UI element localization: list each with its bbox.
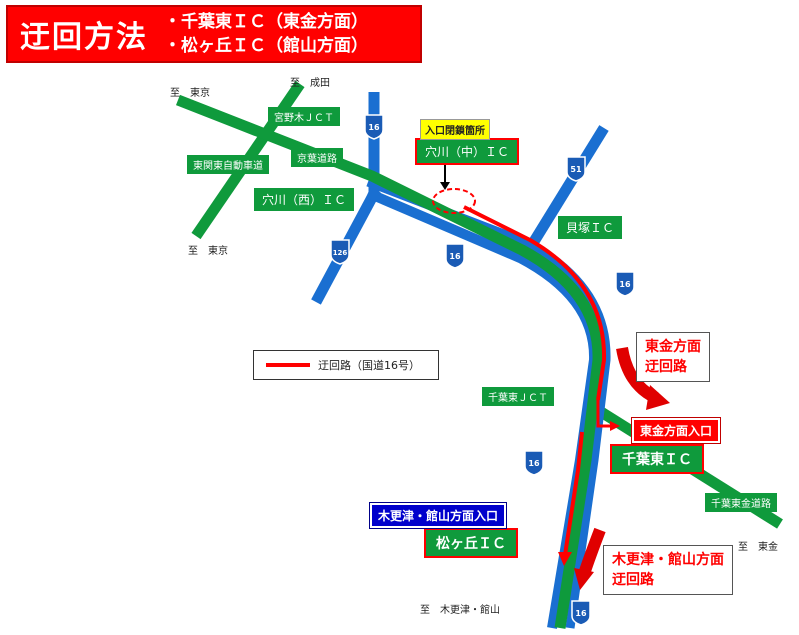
kisarazu-detour-line-2: 迂回路 <box>612 572 654 588</box>
title-sub-line-2: ・松ヶ丘ＩＣ（館山方面） <box>164 36 368 56</box>
label-miyanogi-jct: 宮野木ＪＣＴ <box>268 107 340 126</box>
label-chibahigashi-jct: 千葉東ＪＣＴ <box>482 387 554 406</box>
dest-kisarazu-tateyama: 至 木更津・館山 <box>420 605 500 616</box>
route-shield-icon: 16 <box>445 243 465 269</box>
legend: 迂回路（国道16号） <box>253 350 439 380</box>
label-matsugaoka-ic: 松ヶ丘ＩＣ <box>424 528 518 558</box>
label-anagawa-mid-ic: 穴川（中）ＩＣ <box>414 138 520 165</box>
route-shield-number: 126 <box>333 249 348 257</box>
route-shield-icon: 16 <box>364 114 384 140</box>
label-anagawa-west-ic: 穴川（西）ＩＣ <box>254 188 355 211</box>
togane-detour-line-1: 東金方面 <box>645 339 701 355</box>
detour-route-togane-branch <box>596 400 612 428</box>
label-chibahigashi-ic: 千葉東ＩＣ <box>610 444 704 474</box>
title-banner: 迂回方法 ・千葉東ＩＣ（東金方面） ・松ヶ丘ＩＣ（館山方面） <box>6 5 422 63</box>
route-shield-number: 16 <box>368 123 380 132</box>
keiyo-road-line <box>175 94 604 629</box>
togane-detour-box: 東金方面 迂回路 <box>636 332 710 382</box>
kisarazu-entrance-callout: 木更津・館山方面入口 <box>368 502 508 529</box>
route-shield-icon: 126 <box>330 239 350 265</box>
detour-arrow-south <box>558 552 572 566</box>
route-shield-icon: 16 <box>615 271 635 297</box>
label-higashi-kanto-expressway: 東関東自動車道 <box>187 155 269 174</box>
dest-tokyo-top: 至 東京 <box>170 88 210 99</box>
title-sub-lines: ・千葉東ＩＣ（東金方面） ・松ヶ丘ＩＣ（館山方面） <box>164 10 368 58</box>
route51-road <box>525 125 609 251</box>
kisarazu-detour-box: 木更津・館山方面 迂回路 <box>603 545 733 595</box>
route16-main-road <box>366 188 600 629</box>
togane-detour-big-arrow-head <box>646 385 670 410</box>
route-shield-number: 16 <box>619 280 631 289</box>
togane-detour-line-2: 迂回路 <box>645 359 687 375</box>
legend-label: 迂回路（国道16号） <box>318 359 420 372</box>
dest-narita: 至 成田 <box>290 78 330 89</box>
label-keiyo-road: 京葉道路 <box>291 148 343 167</box>
route-shield-number: 16 <box>528 459 540 468</box>
route-shield-icon: 51 <box>566 156 586 182</box>
route-shield-number: 16 <box>575 609 587 618</box>
route-shield-icon: 16 <box>524 450 544 476</box>
label-kaizuka-ic: 貝塚ＩＣ <box>558 216 623 239</box>
closure-marker-circle <box>432 188 476 214</box>
legend-detour-swatch <box>266 363 310 367</box>
closure-callout: 入口閉鎖箇所 <box>420 119 490 140</box>
detour-route-south <box>563 431 584 556</box>
togane-entrance-callout: 東金方面入口 <box>630 417 722 444</box>
kisarazu-detour-line-1: 木更津・館山方面 <box>612 552 724 568</box>
route-shield-number: 16 <box>449 252 461 261</box>
title-sub-line-1: ・千葉東ＩＣ（東金方面） <box>164 12 368 32</box>
kisarazu-detour-big-arrow-head <box>574 568 594 590</box>
detour-route-north <box>463 205 607 401</box>
route-shield-number: 51 <box>570 165 582 174</box>
closure-pointer-arrowhead <box>440 182 450 190</box>
route-shield-icon: 16 <box>571 600 591 626</box>
dest-togane: 至 東金 <box>738 542 778 553</box>
detour-arrow-togane <box>610 421 620 431</box>
title-main-text: 迂回方法 <box>20 20 148 55</box>
dest-tokyo-left: 至 東京 <box>188 246 228 257</box>
label-chiba-togane-road: 千葉東金道路 <box>705 493 777 512</box>
